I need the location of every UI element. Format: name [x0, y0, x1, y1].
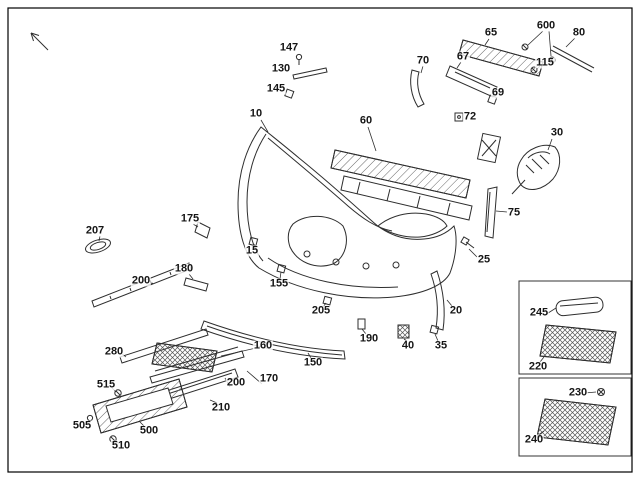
front-panel-drawing: [410, 39, 595, 108]
part-label-147[interactable]: 147: [278, 41, 300, 54]
part-label-70[interactable]: 70: [415, 54, 431, 67]
part-label-170[interactable]: 170: [258, 372, 280, 385]
part-label-600[interactable]: 600: [535, 19, 557, 32]
part-label-175[interactable]: 175: [179, 212, 201, 225]
part-label-130[interactable]: 130: [270, 62, 292, 75]
part-label-190[interactable]: 190: [358, 332, 380, 345]
part-label-500[interactable]: 500: [138, 424, 160, 437]
part-label-515[interactable]: 515: [95, 378, 117, 391]
part-label-160[interactable]: 160: [252, 339, 274, 352]
part-label-200[interactable]: 200: [225, 376, 247, 389]
part-label-72[interactable]: 72: [462, 110, 478, 123]
part-label-207[interactable]: 207: [84, 224, 106, 237]
part-label-35[interactable]: 35: [433, 339, 449, 352]
inset-box-230-240: [518, 377, 632, 457]
part-label-69[interactable]: 69: [490, 86, 506, 99]
part-label-75[interactable]: 75: [506, 206, 522, 219]
part-label-205[interactable]: 205: [310, 304, 332, 317]
part-label-67[interactable]: 67: [455, 50, 471, 63]
part-label-30[interactable]: 30: [549, 126, 565, 139]
part-label-505[interactable]: 505: [71, 419, 93, 432]
small-brackets: [183, 221, 211, 292]
side-strip-drawing-75: [484, 186, 498, 239]
part-label-65[interactable]: 65: [483, 26, 499, 39]
part-label-40[interactable]: 40: [400, 339, 416, 352]
part-label-10[interactable]: 10: [248, 107, 264, 120]
bumper-reinforcement-drawing: [330, 132, 502, 221]
page-border: [7, 7, 633, 473]
part-label-155[interactable]: 155: [268, 277, 290, 290]
part-label-230[interactable]: 230: [567, 386, 589, 399]
lower-lip-strip-150: [200, 320, 346, 360]
part-label-180[interactable]: 180: [173, 262, 195, 275]
part-label-200[interactable]: 200: [130, 274, 152, 287]
side-bracket-drawing: [511, 144, 561, 195]
part-label-115[interactable]: 115: [535, 56, 555, 69]
part-label-240[interactable]: 240: [523, 433, 545, 446]
part-label-210[interactable]: 210: [210, 401, 232, 414]
part-label-15[interactable]: 15: [244, 244, 260, 257]
license-bracket-drawing: [86, 378, 188, 443]
clip-icons: [248, 236, 440, 339]
part-label-220[interactable]: 220: [527, 360, 549, 373]
direction-arrow-icon: [30, 32, 49, 51]
part-label-20[interactable]: 20: [448, 304, 464, 317]
part-label-510[interactable]: 510: [110, 439, 132, 452]
part-label-280[interactable]: 280: [103, 345, 125, 358]
part-label-145[interactable]: 145: [265, 82, 287, 95]
side-strip-drawing-20: [430, 270, 445, 331]
pin-drawing-25: [460, 236, 475, 249]
ring-drawing-207: [84, 238, 112, 254]
part-label-80[interactable]: 80: [571, 26, 587, 39]
part-label-245[interactable]: 245: [528, 306, 550, 319]
inset-box-245-220: [518, 280, 632, 375]
part-label-150[interactable]: 150: [302, 356, 324, 369]
part-label-25[interactable]: 25: [476, 253, 492, 266]
part-label-60[interactable]: 60: [358, 114, 374, 127]
